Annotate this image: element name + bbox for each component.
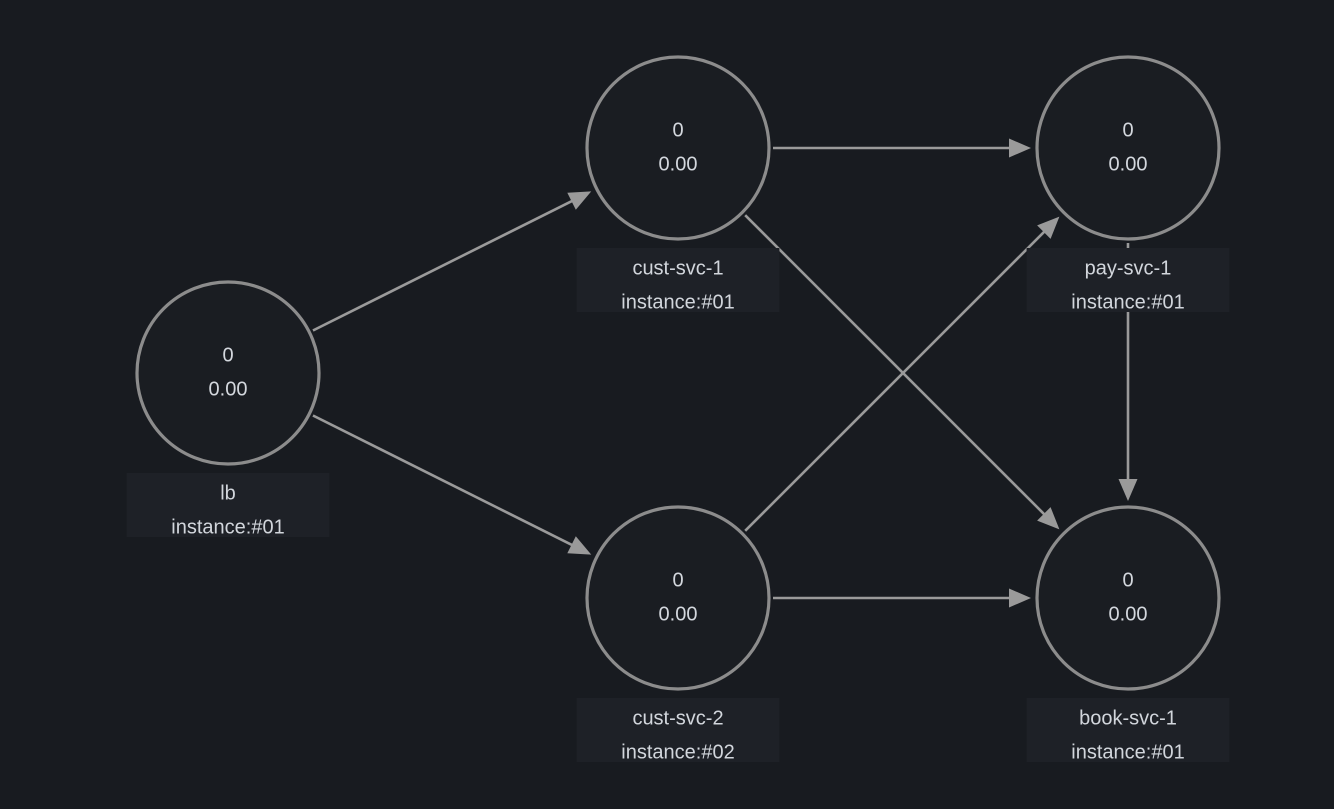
node-label-instance: instance:#01	[1071, 291, 1184, 313]
node-label-name: cust-svc-2	[632, 707, 723, 729]
graph-edge-lb-to-cust-svc-1	[312, 191, 592, 332]
graph-edge-cust-svc-2-to-pay-svc-1	[744, 216, 1060, 532]
edge-arrowhead	[1009, 588, 1031, 608]
edge-arrowhead	[567, 191, 592, 210]
graph-edge-cust-svc-1-to-book-svc-1	[744, 214, 1060, 530]
node-rate: 0.00	[659, 153, 698, 175]
edge-line	[744, 214, 1046, 516]
node-count: 0	[222, 344, 233, 366]
node-circle[interactable]	[585, 55, 771, 241]
edges-layer	[312, 138, 1138, 608]
node-label-background	[126, 473, 330, 537]
nodes-layer: 0 0.00 lb instance:#01 0 0.00 cust-svc-1 instan…	[126, 55, 1230, 763]
edge-arrowhead	[567, 536, 592, 555]
graph-node-book-svc-1[interactable]: 0 0.00 book-svc-1 instance:#01	[1026, 505, 1230, 763]
node-label-instance: instance:#01	[1071, 741, 1184, 763]
node-rate: 0.00	[1109, 153, 1148, 175]
node-label-name: book-svc-1	[1079, 707, 1177, 729]
node-label-instance: instance:#01	[621, 291, 734, 313]
edge-arrowhead	[1118, 479, 1138, 501]
graph-node-lb[interactable]: 0 0.00 lb instance:#01	[126, 280, 330, 538]
node-label-instance: instance:#01	[171, 516, 284, 538]
node-count: 0	[672, 569, 683, 591]
node-label-instance: instance:#02	[621, 741, 734, 763]
edge-arrowhead	[1037, 216, 1060, 239]
node-circle[interactable]	[135, 280, 321, 466]
graph-edge-cust-svc-2-to-book-svc-1	[773, 588, 1031, 608]
node-count: 0	[1122, 569, 1133, 591]
node-label-background	[576, 698, 780, 762]
graph-edge-lb-to-cust-svc-2	[312, 414, 592, 555]
graph-node-cust-svc-2[interactable]: 0 0.00 cust-svc-2 instance:#02	[576, 505, 780, 763]
graph-edge-cust-svc-1-to-pay-svc-1	[773, 138, 1031, 158]
node-circle[interactable]	[1035, 505, 1221, 691]
node-label-name: pay-svc-1	[1085, 257, 1172, 279]
node-label-background	[1026, 698, 1230, 762]
node-label-background	[576, 248, 780, 312]
edge-line	[744, 230, 1046, 532]
edge-arrowhead	[1009, 138, 1031, 158]
graph-node-cust-svc-1[interactable]: 0 0.00 cust-svc-1 instance:#01	[576, 55, 780, 313]
node-circle[interactable]	[1035, 55, 1221, 241]
node-label-name: cust-svc-1	[632, 257, 723, 279]
edge-arrowhead	[1037, 507, 1060, 530]
node-label-background	[1026, 248, 1230, 312]
node-circle[interactable]	[585, 505, 771, 691]
node-rate: 0.00	[659, 603, 698, 625]
node-count: 0	[1122, 119, 1133, 141]
node-label-name: lb	[220, 482, 236, 504]
graph-node-pay-svc-1[interactable]: 0 0.00 pay-svc-1 instance:#01	[1026, 55, 1230, 313]
edge-line	[312, 199, 574, 332]
node-rate: 0.00	[209, 378, 248, 400]
edge-line	[312, 414, 574, 547]
node-count: 0	[672, 119, 683, 141]
node-rate: 0.00	[1109, 603, 1148, 625]
